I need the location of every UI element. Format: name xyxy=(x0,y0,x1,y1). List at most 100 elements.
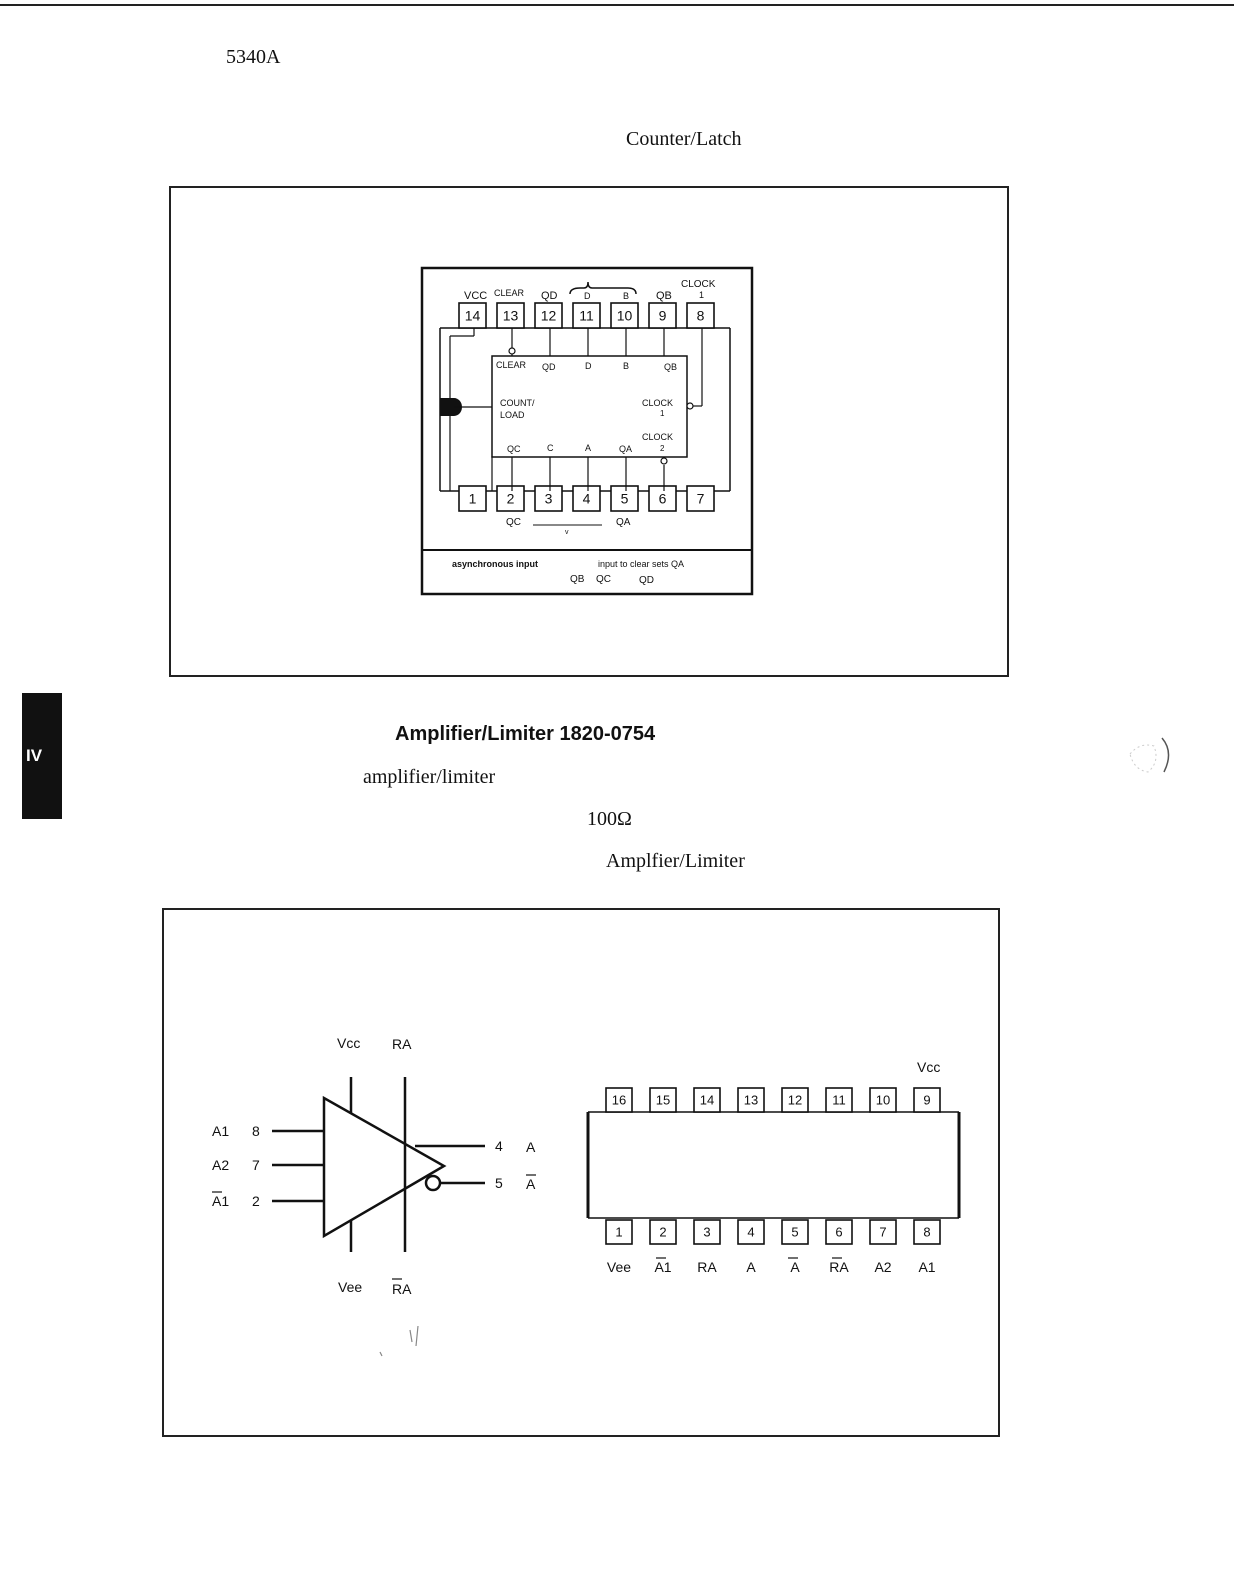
inner-count: COUNT/ xyxy=(500,398,535,408)
counter-pin-number-5: 5 xyxy=(621,491,629,507)
amp-in-label-3: A1 xyxy=(212,1193,229,1209)
section-tab: IV xyxy=(22,693,62,819)
amp-pin-box-12 xyxy=(781,1087,809,1113)
amp-pin-label-3: RA xyxy=(697,1259,717,1275)
amp-pin-number-12: 12 xyxy=(788,1093,802,1108)
amp-logic-symbol: Vcc RA Vee RA A1 8 A2 7 A1 2 4 A 5 A xyxy=(212,1035,536,1357)
amp-in-pin-3: 2 xyxy=(252,1193,260,1209)
counter-pin-box-11 xyxy=(572,302,601,329)
inner-c: C xyxy=(547,443,554,453)
amp-pin-label-5: A xyxy=(790,1259,800,1275)
inner-qd: QD xyxy=(542,362,556,372)
label-qa-bottom: QA xyxy=(616,517,631,528)
section-tab-label: IV xyxy=(26,746,43,765)
label-v-bottom: v xyxy=(565,529,569,536)
counter-pin-number-1: 1 xyxy=(469,491,477,507)
counter-pin-box-1 xyxy=(458,485,487,512)
counter-figure-frame xyxy=(169,186,1009,677)
amp-out-pin-2: 5 xyxy=(495,1175,503,1191)
amp-pin-box-11 xyxy=(825,1087,853,1113)
amp-pin-number-3: 3 xyxy=(703,1225,710,1240)
amp-pin-label-2: A1 xyxy=(654,1259,671,1275)
amp-pin-number-7: 7 xyxy=(879,1225,886,1240)
amp-pin-label-7: A2 xyxy=(874,1259,891,1275)
amp-in-pin-2: 7 xyxy=(252,1157,260,1173)
label-b-top: B xyxy=(623,291,629,301)
label-clear-top: CLEAR xyxy=(494,288,525,298)
amp-pin-box-8 xyxy=(913,1219,941,1245)
amp-pin-number-9: 9 xyxy=(923,1093,930,1108)
label-clock-num-top: 1 xyxy=(699,290,704,300)
amp-vee: Vee xyxy=(338,1279,362,1295)
inner-clear: CLEAR xyxy=(496,360,527,370)
counter-pin-box-3 xyxy=(534,485,563,512)
inner-clock2: CLOCK xyxy=(642,432,673,442)
counter-pin-number-13: 13 xyxy=(503,308,519,324)
amp-in-pin-1: 8 xyxy=(252,1123,260,1139)
amp-figure-frame xyxy=(162,908,1000,1437)
amp-pin-box-1 xyxy=(605,1219,633,1245)
brace-icon xyxy=(569,281,637,295)
scan-artifact-marks xyxy=(379,1325,419,1357)
amp-pin-number-8: 8 xyxy=(923,1225,930,1240)
amp-chip-vcc: Vcc xyxy=(917,1059,940,1075)
amp-pin-box-16 xyxy=(605,1087,633,1113)
inner-clock1-num: 1 xyxy=(660,409,665,418)
amp-ra-bar: RA xyxy=(392,1281,412,1297)
amp-pin-number-13: 13 xyxy=(744,1093,758,1108)
count-load-gate-icon xyxy=(440,398,462,416)
amp-pin-box-5 xyxy=(781,1219,809,1245)
counter-pin-box-5 xyxy=(610,485,639,512)
amp-pin-number-10: 10 xyxy=(876,1093,890,1108)
label-d-top: D xyxy=(584,291,591,301)
amp-pin-box-9 xyxy=(913,1087,941,1113)
amp-pin-number-14: 14 xyxy=(700,1093,714,1108)
amp-pin-number-16: 16 xyxy=(612,1093,626,1108)
amp-pin-number-15: 15 xyxy=(656,1093,670,1108)
label-clock-top: CLOCK xyxy=(681,279,716,290)
amp-pin-number-4: 4 xyxy=(747,1225,754,1240)
amp-in-label-2: A2 xyxy=(212,1157,229,1173)
counter-pin-number-10: 10 xyxy=(617,308,633,324)
amp-heading: Amplifier/Limiter 1820-0754 xyxy=(395,723,656,745)
inner-clock1: CLOCK xyxy=(642,398,673,408)
amplfier-limiter-caption: Amplfier/Limiter xyxy=(606,850,745,872)
resistance-value: 100Ω xyxy=(587,808,632,830)
counter-latch-caption: Counter/Latch xyxy=(626,128,742,150)
inner-qb: QB xyxy=(664,362,677,372)
amp-pin-box-15 xyxy=(649,1087,677,1113)
amp-pin-box-7 xyxy=(869,1219,897,1245)
counter-pin-number-8: 8 xyxy=(697,308,705,324)
counter-pin-box-8 xyxy=(686,302,715,329)
amp-pin-number-5: 5 xyxy=(791,1225,798,1240)
label-qc-bottom: QC xyxy=(506,517,521,528)
amp-in-label-1: A1 xyxy=(212,1123,229,1139)
counter-pin-number-3: 3 xyxy=(545,491,553,507)
inner-qc: QC xyxy=(507,444,521,454)
inner-a: A xyxy=(585,443,591,453)
amp-ra: RA xyxy=(392,1036,412,1052)
inner-clock2-num: 2 xyxy=(660,444,665,453)
counter-pin-box-13 xyxy=(496,302,525,329)
counter-pin-number-4: 4 xyxy=(583,491,591,507)
amp-pin-box-3 xyxy=(693,1219,721,1245)
amp-pin-label-6: RA xyxy=(829,1259,849,1275)
amp-pin-box-6 xyxy=(825,1219,853,1245)
counter-pin-number-7: 7 xyxy=(697,491,705,507)
counter-pin-number-9: 9 xyxy=(659,308,667,324)
note-clear-sets: input to clear sets QA xyxy=(598,559,684,569)
amp-pin-number-6: 6 xyxy=(835,1225,842,1240)
pinout-border xyxy=(420,266,754,596)
counter-pin-box-14 xyxy=(458,302,487,329)
amp-pin-box-2 xyxy=(649,1219,677,1245)
counter-pin-number-6: 6 xyxy=(659,491,667,507)
note-qd: QD xyxy=(639,575,654,586)
inverting-bubble-icon xyxy=(424,1174,442,1192)
amp-out-label-2: A xyxy=(526,1176,536,1192)
amp-pin-box-4 xyxy=(737,1219,765,1245)
counter-pin-number-14: 14 xyxy=(465,308,481,324)
amplifier-triangle-icon xyxy=(322,1095,447,1239)
counter-pin-number-2: 2 xyxy=(507,491,515,507)
amp-pin-number-11: 11 xyxy=(832,1093,846,1108)
